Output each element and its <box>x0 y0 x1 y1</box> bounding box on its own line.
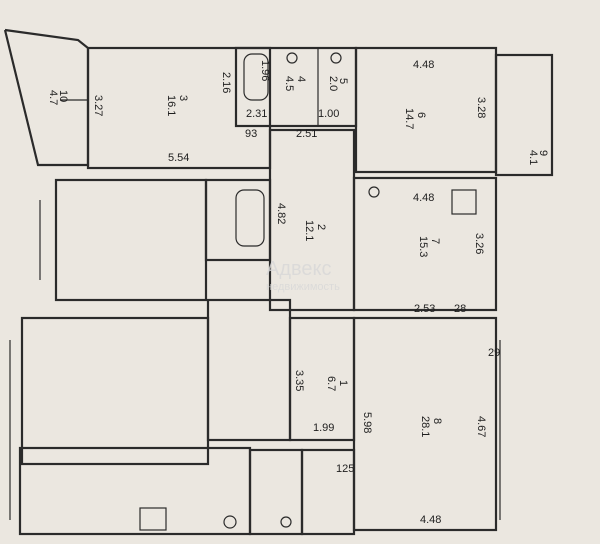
room-area: 4.7 <box>47 90 59 105</box>
room-area: 12.1 <box>303 220 315 241</box>
dimension-label: 125 <box>336 463 354 475</box>
room-area: 6.7 <box>325 376 337 391</box>
room-area: 16.1 <box>165 95 177 116</box>
dimension-label: 4.48 <box>420 514 441 526</box>
stove-icon <box>451 189 477 215</box>
dimension-label: 3.26 <box>473 233 485 254</box>
dimension-label: 28 <box>454 303 466 315</box>
room-area: 14.7 <box>403 108 415 129</box>
dimension-label: 5.98 <box>361 412 373 433</box>
watermark: Адвекс недвижимость <box>266 258 340 293</box>
watermark-brand: Адвекс <box>266 258 332 280</box>
bathtub-icon <box>235 189 265 247</box>
dimension-label: 93 <box>245 128 257 140</box>
room-number: 5 <box>337 78 349 84</box>
dimension-label: 3.28 <box>475 97 487 118</box>
dimension-label: 3.27 <box>92 95 104 116</box>
sink-icon <box>286 52 298 64</box>
room-area: 4.1 <box>527 150 539 165</box>
room-number: 9 <box>537 150 549 156</box>
room-labels: 10 4.7 3 16.1 4 4.5 5 2.0 6 14.7 9 4.1 2… <box>47 76 549 437</box>
dimension-label: 2.31 <box>246 108 267 120</box>
sink-icon <box>223 515 237 529</box>
stove-icon <box>139 507 167 531</box>
room-area: 15.3 <box>417 236 429 257</box>
dimension-label: 3.35 <box>293 370 305 391</box>
dimension-label: 5.54 <box>168 152 189 164</box>
watermark-sub: недвижимость <box>266 281 340 293</box>
room-number: 8 <box>431 418 443 424</box>
walls <box>3 28 554 536</box>
dimension-labels: 4.48 3.27 2.16 1.96 2.31 1.00 93 2.51 5.… <box>92 59 500 526</box>
room-area: 28.1 <box>419 416 431 437</box>
room-number: 2 <box>315 224 327 230</box>
room-number: 3 <box>177 95 189 101</box>
bathtub-icon <box>243 53 269 101</box>
toilet-icon <box>330 52 342 64</box>
toilet-icon <box>280 516 292 528</box>
room-number: 7 <box>429 238 441 244</box>
dimension-label: 1.99 <box>313 422 334 434</box>
dimension-label: 1.96 <box>259 60 271 81</box>
dimension-label: 29 <box>488 347 500 359</box>
room-number: 10 <box>57 90 69 102</box>
sink-icon <box>368 186 380 198</box>
room-number: 1 <box>337 380 349 386</box>
dimension-label: 2.53 <box>414 303 435 315</box>
room-number: 6 <box>415 112 427 118</box>
dimension-label: 2.16 <box>220 72 232 93</box>
room-area: 2.0 <box>327 76 339 91</box>
dimension-label: 1.00 <box>318 108 339 120</box>
dimension-label: 4.67 <box>475 416 487 437</box>
dimension-label: 4.48 <box>413 59 434 71</box>
room-area: 4.5 <box>283 76 295 91</box>
room-number: 4 <box>295 76 307 82</box>
dimension-label: 2.51 <box>296 128 317 140</box>
dimension-label: 4.82 <box>275 203 287 224</box>
fixtures <box>139 52 477 531</box>
dimension-label: 4.48 <box>413 192 434 204</box>
